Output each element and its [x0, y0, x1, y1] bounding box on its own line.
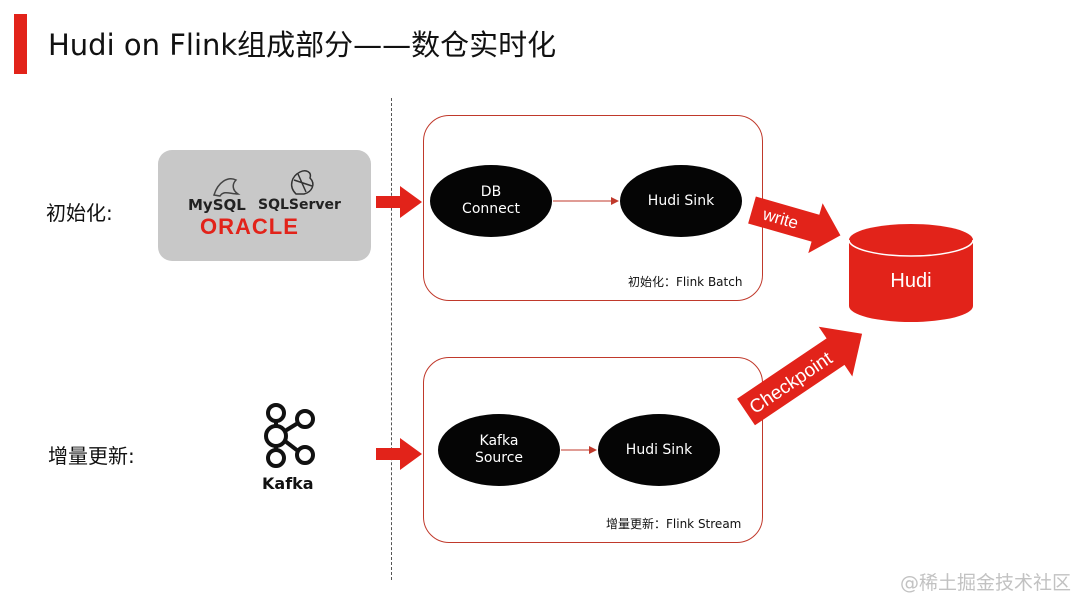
sqlserver-icon [290, 170, 314, 195]
flink-stream-caption: 增量更新：Flink Stream [606, 517, 742, 531]
flink-batch-caption: 初始化：Flink Batch [628, 275, 743, 289]
sqlserver-logo: SQLServer [258, 197, 341, 213]
hudi-database-cylinder: Hudi [848, 224, 974, 322]
section-divider [391, 98, 392, 580]
kafka-logo-label: Kafka [262, 474, 314, 493]
db-connect-node: DB Connect [430, 165, 552, 237]
init-row-label: 初始化: [46, 201, 113, 225]
page-title: Hudi on Flink组成部分——数仓实时化 [48, 28, 557, 62]
write-arrow: write [748, 196, 841, 254]
database-sources-box [158, 150, 371, 261]
batch-hudi-sink-node: Hudi Sink [620, 165, 742, 237]
kafka-source-node: Kafka Source [438, 414, 560, 486]
mysql-logo: MySQL [188, 196, 246, 214]
stream-hudi-sink-node: Hudi Sink [598, 414, 720, 486]
watermark: @稀土掘金技术社区 [900, 572, 1072, 594]
hudi-database-label: Hudi [890, 270, 931, 292]
incremental-input-arrow [376, 438, 422, 470]
checkpoint-arrow: Checkpoint [737, 326, 863, 426]
init-input-arrow [376, 186, 422, 218]
mysql-dolphin-icon [213, 178, 241, 197]
incremental-row-label: 增量更新: [48, 444, 135, 468]
title-accent-bar [14, 14, 27, 74]
kafka-icon [264, 403, 315, 468]
oracle-logo: ORACLE [200, 214, 299, 239]
checkpoint-arrow-label: Checkpoint [746, 348, 837, 419]
